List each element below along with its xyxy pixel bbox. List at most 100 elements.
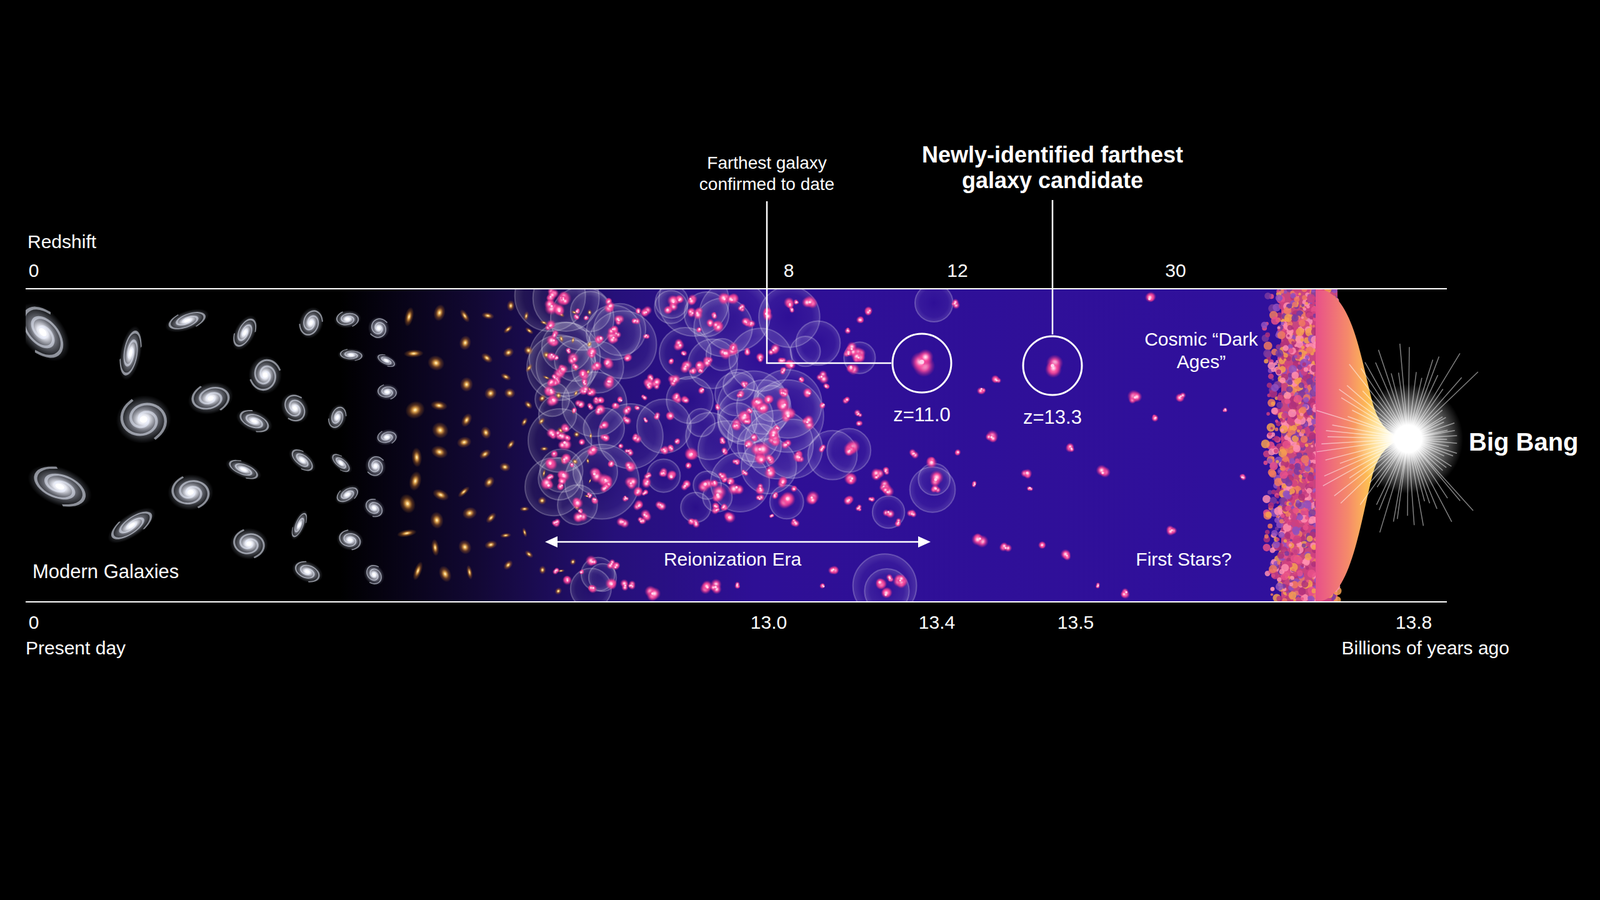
early-galaxy-core	[758, 356, 761, 359]
early-galaxy-core	[643, 513, 646, 517]
early-galaxy-core	[743, 414, 747, 417]
early-galaxy-core	[708, 360, 710, 362]
early-galaxy-core	[670, 360, 672, 362]
early-galaxy	[562, 575, 573, 585]
early-galaxy-core	[793, 488, 795, 490]
early-galaxy-core	[561, 367, 564, 370]
early-galaxy-core	[563, 458, 566, 461]
early-galaxy-core	[549, 476, 552, 479]
early-galaxy-core	[643, 491, 646, 494]
early-galaxy-glow	[747, 408, 754, 414]
early-galaxy-core	[580, 571, 582, 574]
ionized-bubble	[680, 492, 711, 523]
early-galaxy-core	[995, 379, 998, 382]
early-galaxy-core	[555, 356, 558, 359]
early-galaxy-core	[980, 388, 983, 390]
early-galaxy-glow	[616, 516, 626, 527]
early-galaxy-core	[1148, 297, 1151, 300]
ionized-bubble	[686, 408, 715, 437]
early-galaxy-core	[746, 350, 749, 352]
early-galaxy-core	[575, 310, 578, 313]
early-galaxy-core	[973, 483, 976, 485]
early-galaxy-core	[875, 476, 878, 479]
early-galaxy-core	[706, 586, 709, 589]
early-galaxy-core	[599, 399, 602, 402]
early-galaxy-core	[1101, 471, 1104, 475]
early-galaxy-core	[672, 300, 675, 304]
early-galaxy-core	[644, 419, 647, 422]
early-galaxy-glow	[600, 485, 609, 494]
early-galaxy-glow	[673, 391, 681, 400]
early-galaxy-core	[786, 497, 790, 501]
early-galaxy-core	[887, 511, 890, 514]
early-galaxy	[697, 367, 705, 374]
early-galaxy-core	[589, 494, 592, 497]
early-galaxy-glow	[742, 418, 750, 425]
early-galaxy-core	[832, 568, 835, 570]
early-galaxy-core	[563, 441, 566, 444]
early-galaxy-core	[552, 339, 555, 342]
early-galaxy-glow	[551, 373, 557, 380]
early-galaxy-core	[825, 385, 827, 388]
early-galaxy-core	[953, 302, 956, 305]
early-galaxy-glow	[635, 501, 644, 510]
early-galaxy-core	[643, 396, 645, 399]
early-galaxy-glow	[991, 375, 1000, 384]
early-galaxy-core	[846, 398, 849, 401]
early-galaxy-core	[822, 585, 825, 588]
early-galaxy-glow	[768, 426, 780, 439]
early-galaxy-core	[767, 399, 770, 402]
early-galaxy-core	[860, 318, 862, 321]
early-galaxy-glow	[697, 386, 705, 395]
early-galaxy-glow	[623, 416, 632, 425]
early-galaxy-core	[571, 463, 574, 465]
early-galaxy-glow	[1000, 541, 1009, 550]
early-galaxy-core	[578, 510, 581, 512]
early-galaxy-glow	[843, 496, 853, 506]
early-galaxy-glow	[640, 309, 649, 317]
early-galaxy-core	[640, 520, 642, 522]
early-galaxy-core	[554, 569, 557, 572]
early-galaxy-glow	[680, 363, 690, 374]
early-galaxy-core	[663, 448, 665, 450]
early-galaxy-glow	[623, 354, 632, 363]
early-galaxy-core	[624, 584, 627, 587]
early-galaxy-glow	[762, 311, 774, 322]
early-galaxy-core	[720, 475, 723, 477]
early-galaxy-glow	[607, 335, 618, 345]
early-galaxy-core	[759, 487, 762, 490]
early-galaxy-core	[760, 458, 764, 462]
early-galaxy-core	[746, 420, 749, 423]
early-galaxy-core	[604, 486, 607, 489]
early-galaxy-glow	[738, 303, 746, 310]
early-galaxy-core	[573, 408, 575, 411]
early-galaxy-core	[781, 360, 784, 362]
early-galaxy-core	[748, 409, 750, 412]
early-galaxy-core	[549, 295, 552, 298]
early-galaxy-core	[689, 297, 692, 300]
early-galaxy-core	[614, 566, 617, 569]
early-galaxy-glow	[885, 573, 893, 581]
early-galaxy-glow	[556, 431, 567, 442]
early-galaxy-core	[670, 447, 673, 450]
early-galaxy-core	[870, 498, 873, 501]
early-galaxy-core	[573, 357, 576, 360]
early-galaxy-core	[878, 581, 882, 584]
early-galaxy-core	[697, 363, 700, 367]
early-galaxy-core	[607, 380, 610, 383]
early-galaxy-core	[645, 334, 647, 337]
early-galaxy-core	[935, 487, 937, 490]
early-galaxy-core	[574, 365, 577, 368]
early-galaxy-glow	[610, 325, 619, 334]
early-galaxy-core	[794, 521, 797, 524]
early-galaxy-core	[846, 329, 849, 332]
early-galaxy-core	[561, 484, 564, 487]
early-galaxy-core	[930, 461, 933, 464]
early-galaxy-core	[771, 433, 775, 437]
early-galaxy-glow	[607, 460, 615, 469]
early-galaxy-core	[630, 584, 632, 587]
early-galaxy-core	[795, 301, 798, 304]
early-galaxy-core	[743, 384, 745, 387]
early-galaxy-core	[690, 520, 692, 522]
